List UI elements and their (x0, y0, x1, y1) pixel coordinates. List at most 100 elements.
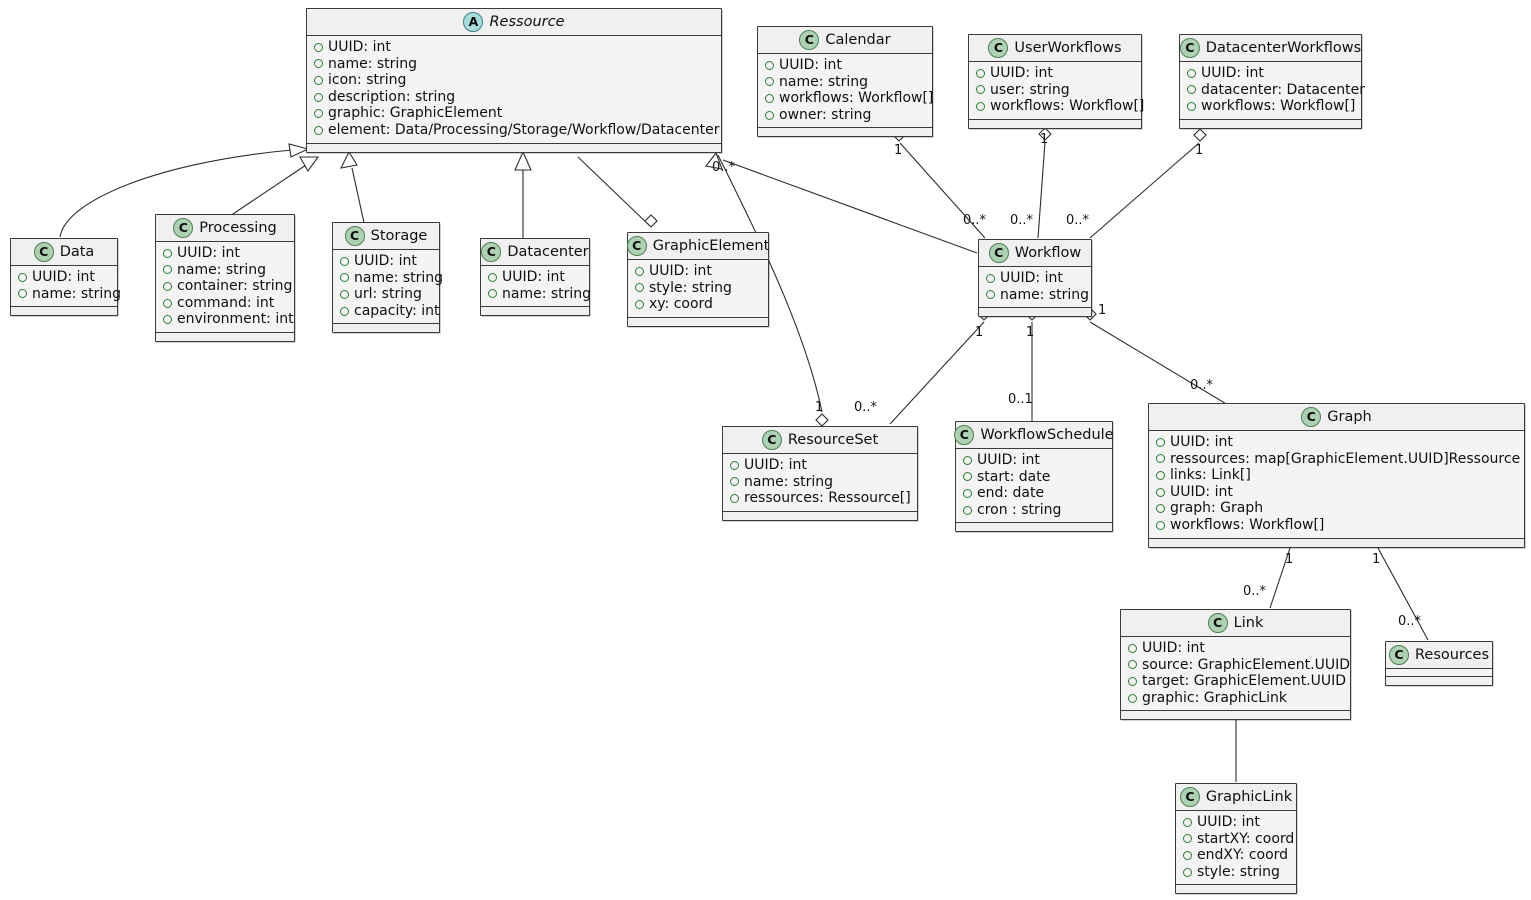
visibility-public-icon (163, 265, 172, 275)
visibility-public-icon (1183, 867, 1192, 877)
class-attribute-row: UUID: int (1183, 814, 1290, 831)
class-operations-userworkflows (969, 119, 1141, 128)
class-operations-resourceset (723, 511, 917, 520)
class-title: Resources (1414, 646, 1490, 663)
multiplicity-datacenterworkflows-dst: 0..* (1066, 213, 1090, 228)
class-attribute-label: UUID: int (502, 269, 565, 285)
visibility-public-icon (340, 256, 349, 266)
class-attribute-label: start: date (977, 468, 1051, 485)
class-attribute-row: UUID: int (635, 263, 762, 280)
class-attribute-label: workflows: Workflow[] (1170, 516, 1325, 533)
class-box-resources[interactable]: C Resources (1385, 641, 1493, 686)
class-attribute-row: description: string (314, 89, 715, 106)
visibility-public-icon (976, 101, 985, 111)
visibility-public-icon (314, 125, 323, 135)
visibility-public-icon (1156, 487, 1165, 497)
class-icon: C (1179, 37, 1200, 58)
class-title: DatacenterWorkflows (1205, 39, 1362, 56)
class-attribute-row: UUID: int (730, 457, 911, 474)
class-attribute-label: startXY: coord (1197, 830, 1295, 847)
class-attribute-label: workflows: Workflow[] (990, 98, 1145, 115)
class-attribute-row: target: GraphicElement.UUID (1128, 673, 1346, 690)
class-attribute-row: endXY: coord (1183, 847, 1290, 864)
class-attribute-row: name: string (314, 56, 715, 73)
visibility-public-icon (1128, 693, 1137, 703)
class-attribute-label: style: string (649, 279, 732, 296)
class-attribute-row: name: string (18, 286, 121, 303)
visibility-public-icon (1128, 643, 1137, 653)
visibility-public-icon (314, 42, 323, 52)
class-header-datacenter: C Datacenter (481, 239, 589, 266)
class-attribute-label: UUID: int (1170, 434, 1233, 450)
visibility-public-icon (986, 290, 995, 300)
class-attribute-label: end: date (977, 485, 1045, 502)
class-attribute-label: source: GraphicElement.UUID (1142, 656, 1351, 673)
class-operations-graphicelement (628, 317, 768, 326)
class-attribute-label: UUID: int (1170, 483, 1233, 500)
class-header-graphicelement: C GraphicElement (626, 233, 769, 260)
class-attribute-label: datacenter: Datacenter (1201, 81, 1365, 98)
class-attribute-label: UUID: int (649, 263, 712, 279)
visibility-public-icon (1156, 470, 1165, 480)
class-attribute-label: name: string (744, 473, 834, 490)
multiplicity-workflow-resourceset-dst: 0..* (854, 400, 878, 415)
visibility-public-icon (18, 272, 27, 282)
visibility-public-icon (986, 273, 995, 283)
visibility-public-icon (1187, 101, 1196, 111)
class-operations-resources (1386, 677, 1492, 685)
class-attribute-row: graphic: GraphicElement (314, 105, 715, 122)
class-attribute-row: capacity: int (340, 303, 440, 320)
class-header-storage: C Storage (333, 223, 439, 250)
visibility-public-icon (1183, 850, 1192, 860)
class-attribute-label: UUID: int (1197, 814, 1260, 830)
class-attribute-label: name: string (779, 73, 869, 90)
visibility-public-icon (163, 298, 172, 308)
visibility-public-icon (730, 460, 739, 470)
class-header-userworkflows: C UserWorkflows (969, 35, 1141, 62)
class-attribute-label: style: string (1197, 863, 1280, 880)
class-title: WorkflowSchedule (980, 426, 1114, 443)
class-attribute-row: style: string (635, 280, 762, 297)
visibility-public-icon (163, 281, 172, 291)
class-operations-storage (333, 324, 439, 333)
visibility-public-icon (765, 60, 774, 70)
visibility-public-icon (314, 109, 323, 119)
class-attribute-row: UUID: int (1156, 484, 1518, 501)
class-operations-graph (1149, 538, 1524, 547)
class-attribute-row: UUID: int (18, 269, 111, 286)
class-attribute-row: container: string (163, 278, 292, 295)
class-header-datacenterworkflows: C DatacenterWorkflows (1179, 35, 1362, 62)
class-attribute-label: graph: Graph (1170, 500, 1264, 517)
class-attribute-label: workflows: Workflow[] (779, 90, 934, 107)
multiplicity-graph-link-src: 1 (1285, 552, 1294, 567)
visibility-public-icon (340, 306, 349, 316)
class-attribute-row: name: string (730, 474, 911, 491)
class-attribute-row: UUID: int (1128, 640, 1344, 657)
multiplicity-graph-link-dst: 0..* (1243, 584, 1267, 599)
class-attribute-label: name: string (1000, 286, 1090, 303)
class-attribute-row: workflows: Workflow[] (1156, 517, 1518, 534)
visibility-public-icon (1187, 68, 1196, 78)
class-attribute-label: element: Data/Processing/Storage/Workflo… (328, 121, 720, 138)
